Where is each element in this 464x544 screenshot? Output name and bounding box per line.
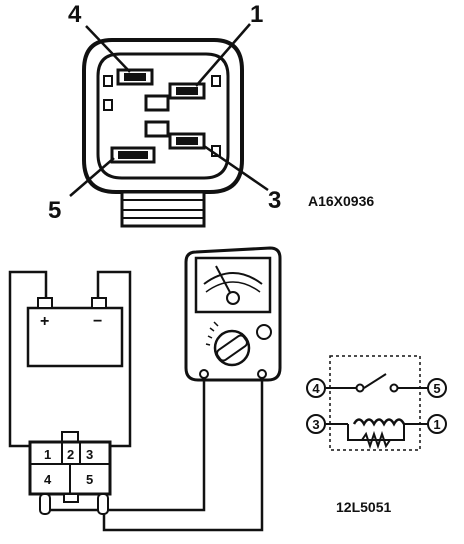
harness-pin-1: 1 — [44, 447, 51, 462]
figure-code-bottom: 12L5051 — [336, 499, 391, 515]
harness-bottom-tab — [63, 493, 79, 503]
relay-terminal-3 — [306, 414, 326, 434]
multimeter-zero-adjust — [256, 324, 272, 340]
connector-pin-label-1: 1 — [250, 1, 263, 28]
test-circuit: + − 1 2 3 4 5 — [8, 246, 282, 532]
wire-meter-right — [102, 378, 264, 532]
harness-pin-5: 5 — [86, 472, 93, 487]
multimeter-selector-knob — [216, 334, 248, 362]
connector-pin-label-5: 5 — [48, 197, 61, 224]
relay-terminal-4 — [306, 378, 326, 398]
multimeter-dial-ticks — [205, 321, 219, 346]
multimeter — [184, 246, 282, 382]
relay-schematic-outline — [329, 355, 421, 451]
relay-resistor — [361, 430, 391, 450]
battery-body — [26, 306, 124, 368]
terminal-center-slot-2 — [144, 120, 170, 138]
terminal-center-slot — [144, 94, 170, 112]
multimeter-pivot — [226, 291, 240, 305]
battery: + − — [26, 297, 124, 368]
wire-battery-positive — [8, 270, 48, 448]
relay-terminal-label-4: 4 — [312, 381, 320, 396]
terminal-cavities — [103, 68, 221, 164]
multimeter-scale — [203, 272, 263, 285]
pin-leader-lines — [69, 23, 269, 197]
relay-terminal-label-3: 3 — [312, 417, 319, 432]
harness-pin-2: 2 — [67, 447, 74, 462]
battery-minus-sign: − — [93, 313, 102, 330]
relay-terminal-label-1: 1 — [433, 417, 440, 432]
relay-schematic: 4 5 3 1 12L5051 — [306, 355, 447, 515]
wire-battery-negative — [96, 270, 132, 448]
connector-housing — [82, 38, 244, 194]
figure-code-top: A16X0936 — [308, 193, 374, 209]
probe-left — [39, 493, 51, 515]
probe-right — [97, 493, 109, 515]
relay-coil — [352, 418, 406, 427]
relay-terminal-5 — [427, 378, 447, 398]
relay-terminal-1 — [427, 414, 447, 434]
relay-terminal-label-5: 5 — [433, 381, 440, 396]
connector-pin-label-3: 3 — [268, 187, 281, 214]
connector-inner-rim — [96, 52, 230, 180]
battery-negative-post — [91, 297, 107, 309]
harness-pin-3: 3 — [86, 447, 93, 462]
relay-switch-contact — [363, 373, 387, 389]
relay-connector-view: 4 1 5 3 A16X0936 — [48, 1, 374, 228]
multimeter-jack-right — [257, 369, 267, 379]
battery-positive-post — [37, 297, 53, 309]
connector-pin-label-4: 4 — [68, 1, 82, 28]
harness-pin-4: 4 — [44, 472, 52, 487]
multimeter-jack-left — [199, 369, 209, 379]
battery-plus-sign: + — [40, 313, 49, 330]
multimeter-display — [194, 256, 272, 314]
relay-connector-harness: 1 2 3 4 5 — [28, 431, 112, 515]
